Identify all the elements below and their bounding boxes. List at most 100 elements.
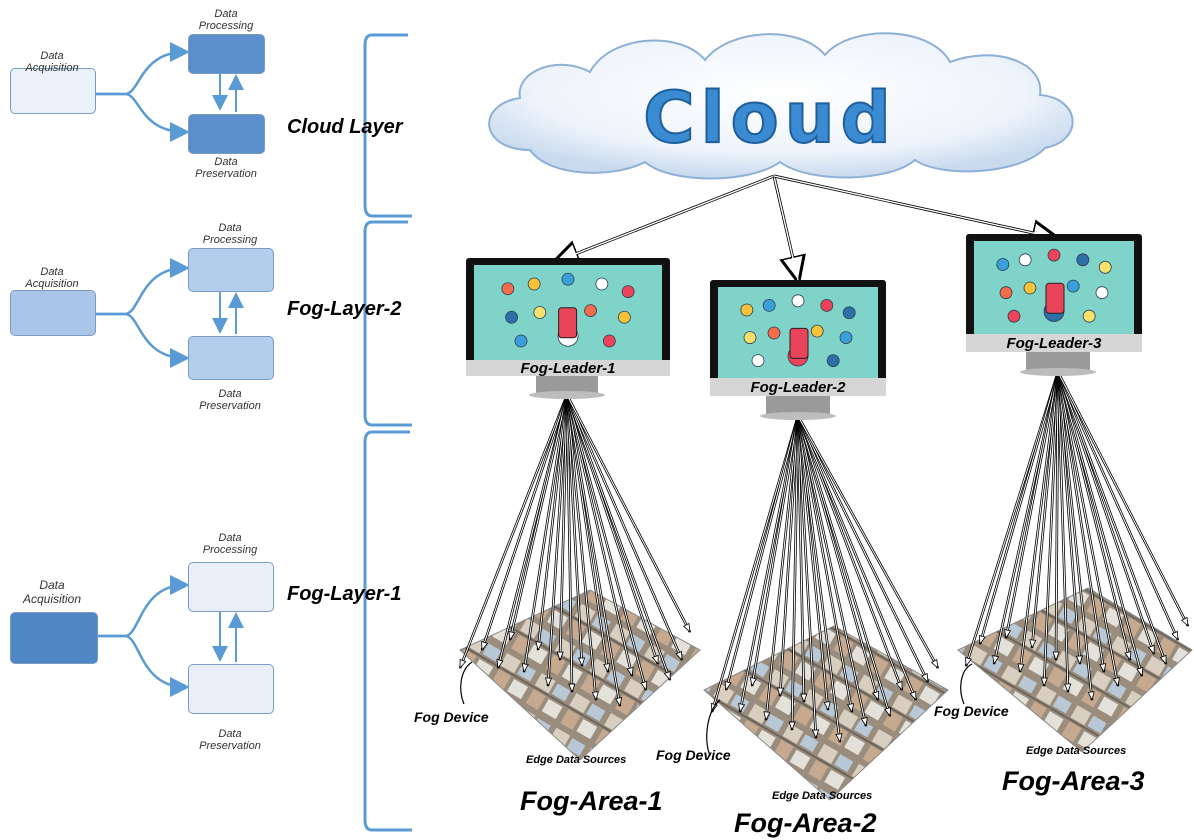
fan-link-inner xyxy=(566,394,683,661)
screen-icon-dot xyxy=(762,298,776,312)
fan-arrowhead xyxy=(521,663,529,674)
fan-arrowhead xyxy=(921,672,929,684)
fan-link-inner xyxy=(797,415,917,701)
leader-to-device-links xyxy=(458,371,1190,744)
fog-device-label-3: Fog Device xyxy=(934,703,1009,719)
screen-icon-dot xyxy=(1098,260,1112,274)
preservation-label-cloud: Data Preservation xyxy=(195,156,257,180)
fan-arrowhead xyxy=(615,697,623,708)
cloud-shape xyxy=(488,32,1074,180)
acquisition-label-fog1: Data Acquisition xyxy=(22,578,82,606)
fan-arrowhead xyxy=(544,677,553,688)
fan-arrowhead xyxy=(1124,650,1132,662)
fog-device-label-1: Fog Device xyxy=(414,709,489,725)
fan-arrowhead xyxy=(459,658,467,670)
flow-arrows-cloud xyxy=(95,42,244,142)
screen-icon-dot xyxy=(584,304,597,318)
fan-arrowhead xyxy=(738,703,746,714)
processing-box-cloud xyxy=(188,34,265,74)
fan-link-inner xyxy=(797,415,853,713)
fan-arrowhead xyxy=(1029,639,1037,650)
fan-link-inner xyxy=(1057,371,1081,665)
fan-link-inner xyxy=(1057,371,1119,687)
architecture-svg xyxy=(458,32,1193,836)
fan-arrowhead xyxy=(1064,683,1072,694)
screen-icon-dot xyxy=(621,285,635,299)
fan-arrowhead xyxy=(682,622,691,634)
screen-icon-dot xyxy=(1066,279,1080,293)
fan-arrowhead xyxy=(800,693,808,704)
fan-arrowhead xyxy=(860,717,868,728)
fog-device-pointers xyxy=(460,661,973,757)
fan-arrowhead xyxy=(675,650,683,662)
screen-icon-dot xyxy=(1023,281,1037,295)
cloud-title: Cloud xyxy=(642,77,897,159)
acquisition-label-fog2: Data Acquisition xyxy=(25,266,79,290)
fan-link-inner xyxy=(779,415,799,697)
fan-link-inner xyxy=(797,415,805,703)
screen-icon-dot xyxy=(767,326,781,340)
fan-link-inner xyxy=(797,415,891,717)
fan-link-inner xyxy=(1057,371,1189,627)
fog-area-2-city xyxy=(702,606,949,836)
fan-link-inner xyxy=(1057,371,1093,701)
fan-link-inner xyxy=(566,394,621,707)
fan-link-inner xyxy=(797,415,867,727)
cloud-to-leader-links xyxy=(555,174,1056,280)
fan-link-inner xyxy=(566,394,583,667)
fan-link-inner xyxy=(725,415,799,691)
fan-link-inner xyxy=(711,415,799,713)
fan-arrowhead xyxy=(603,663,611,674)
fan-arrowhead xyxy=(895,680,903,692)
screen-icon-dot xyxy=(1047,248,1061,262)
fan-arrowhead xyxy=(1040,677,1048,688)
fan-arrowhead xyxy=(749,677,757,688)
preservation-box-fog1 xyxy=(188,664,274,714)
fan-arrowhead xyxy=(496,658,504,670)
fog-area-2-label: Fog-Area-2 xyxy=(734,808,877,838)
fan-arrowhead xyxy=(724,680,732,692)
acquisition-box-fog1 xyxy=(10,612,98,664)
fan-arrowhead xyxy=(481,640,489,652)
fan-link-inner xyxy=(797,415,841,743)
fan-link-inner xyxy=(751,415,799,687)
fan-arrowhead xyxy=(535,641,543,652)
screen-phone-icon xyxy=(789,327,809,359)
screen-icon-dot xyxy=(839,331,853,345)
edge-sources-label-2: Edge Data Sources xyxy=(772,790,873,802)
preservation-box-cloud xyxy=(188,114,265,154)
layer-brackets xyxy=(363,33,412,832)
screen-icon-dot xyxy=(595,277,609,291)
screen-icon-dot xyxy=(617,310,631,324)
screen-icon-dot xyxy=(743,331,757,345)
processing-label-cloud: Data Processing xyxy=(198,8,254,32)
fan-arrowhead xyxy=(1004,629,1012,640)
fan-link-inner xyxy=(559,394,568,661)
fan-arrowhead xyxy=(930,658,939,669)
screen-icon-dot xyxy=(1076,253,1090,267)
fog-area-1-city xyxy=(458,572,701,772)
screen-icons xyxy=(501,248,1112,368)
fan-link-inner xyxy=(1055,371,1059,661)
edge-sources-label-1: Edge Data Sources xyxy=(526,754,627,766)
fog-leader-2-label: Fog-Leader-2 xyxy=(750,379,846,396)
fan-link-inner xyxy=(765,415,799,721)
screen-icon-dot xyxy=(1095,286,1109,300)
fan-link-inner xyxy=(797,415,903,691)
screen-icon-dot xyxy=(602,334,616,348)
preservation-label-fog2: Data Preservation xyxy=(199,388,261,412)
cloud-layer-label: Cloud Layer xyxy=(287,116,403,138)
fog-area-3-city xyxy=(956,562,1193,768)
screen-icon-dot xyxy=(1082,309,1096,323)
screen-icon-dot xyxy=(1018,253,1032,267)
fan-arrowhead xyxy=(651,654,659,666)
fan-arrowhead xyxy=(872,690,880,702)
fan-link-inner xyxy=(566,394,633,677)
screen-icon-dot xyxy=(561,272,575,286)
processing-label-fog2: Data Processing xyxy=(202,222,258,246)
fan-link-inner xyxy=(797,415,939,669)
fan-link-inner xyxy=(566,394,573,693)
fan-arrowhead xyxy=(591,691,599,702)
screen-icon-dot xyxy=(501,282,515,296)
fan-link-inner xyxy=(1043,371,1059,687)
